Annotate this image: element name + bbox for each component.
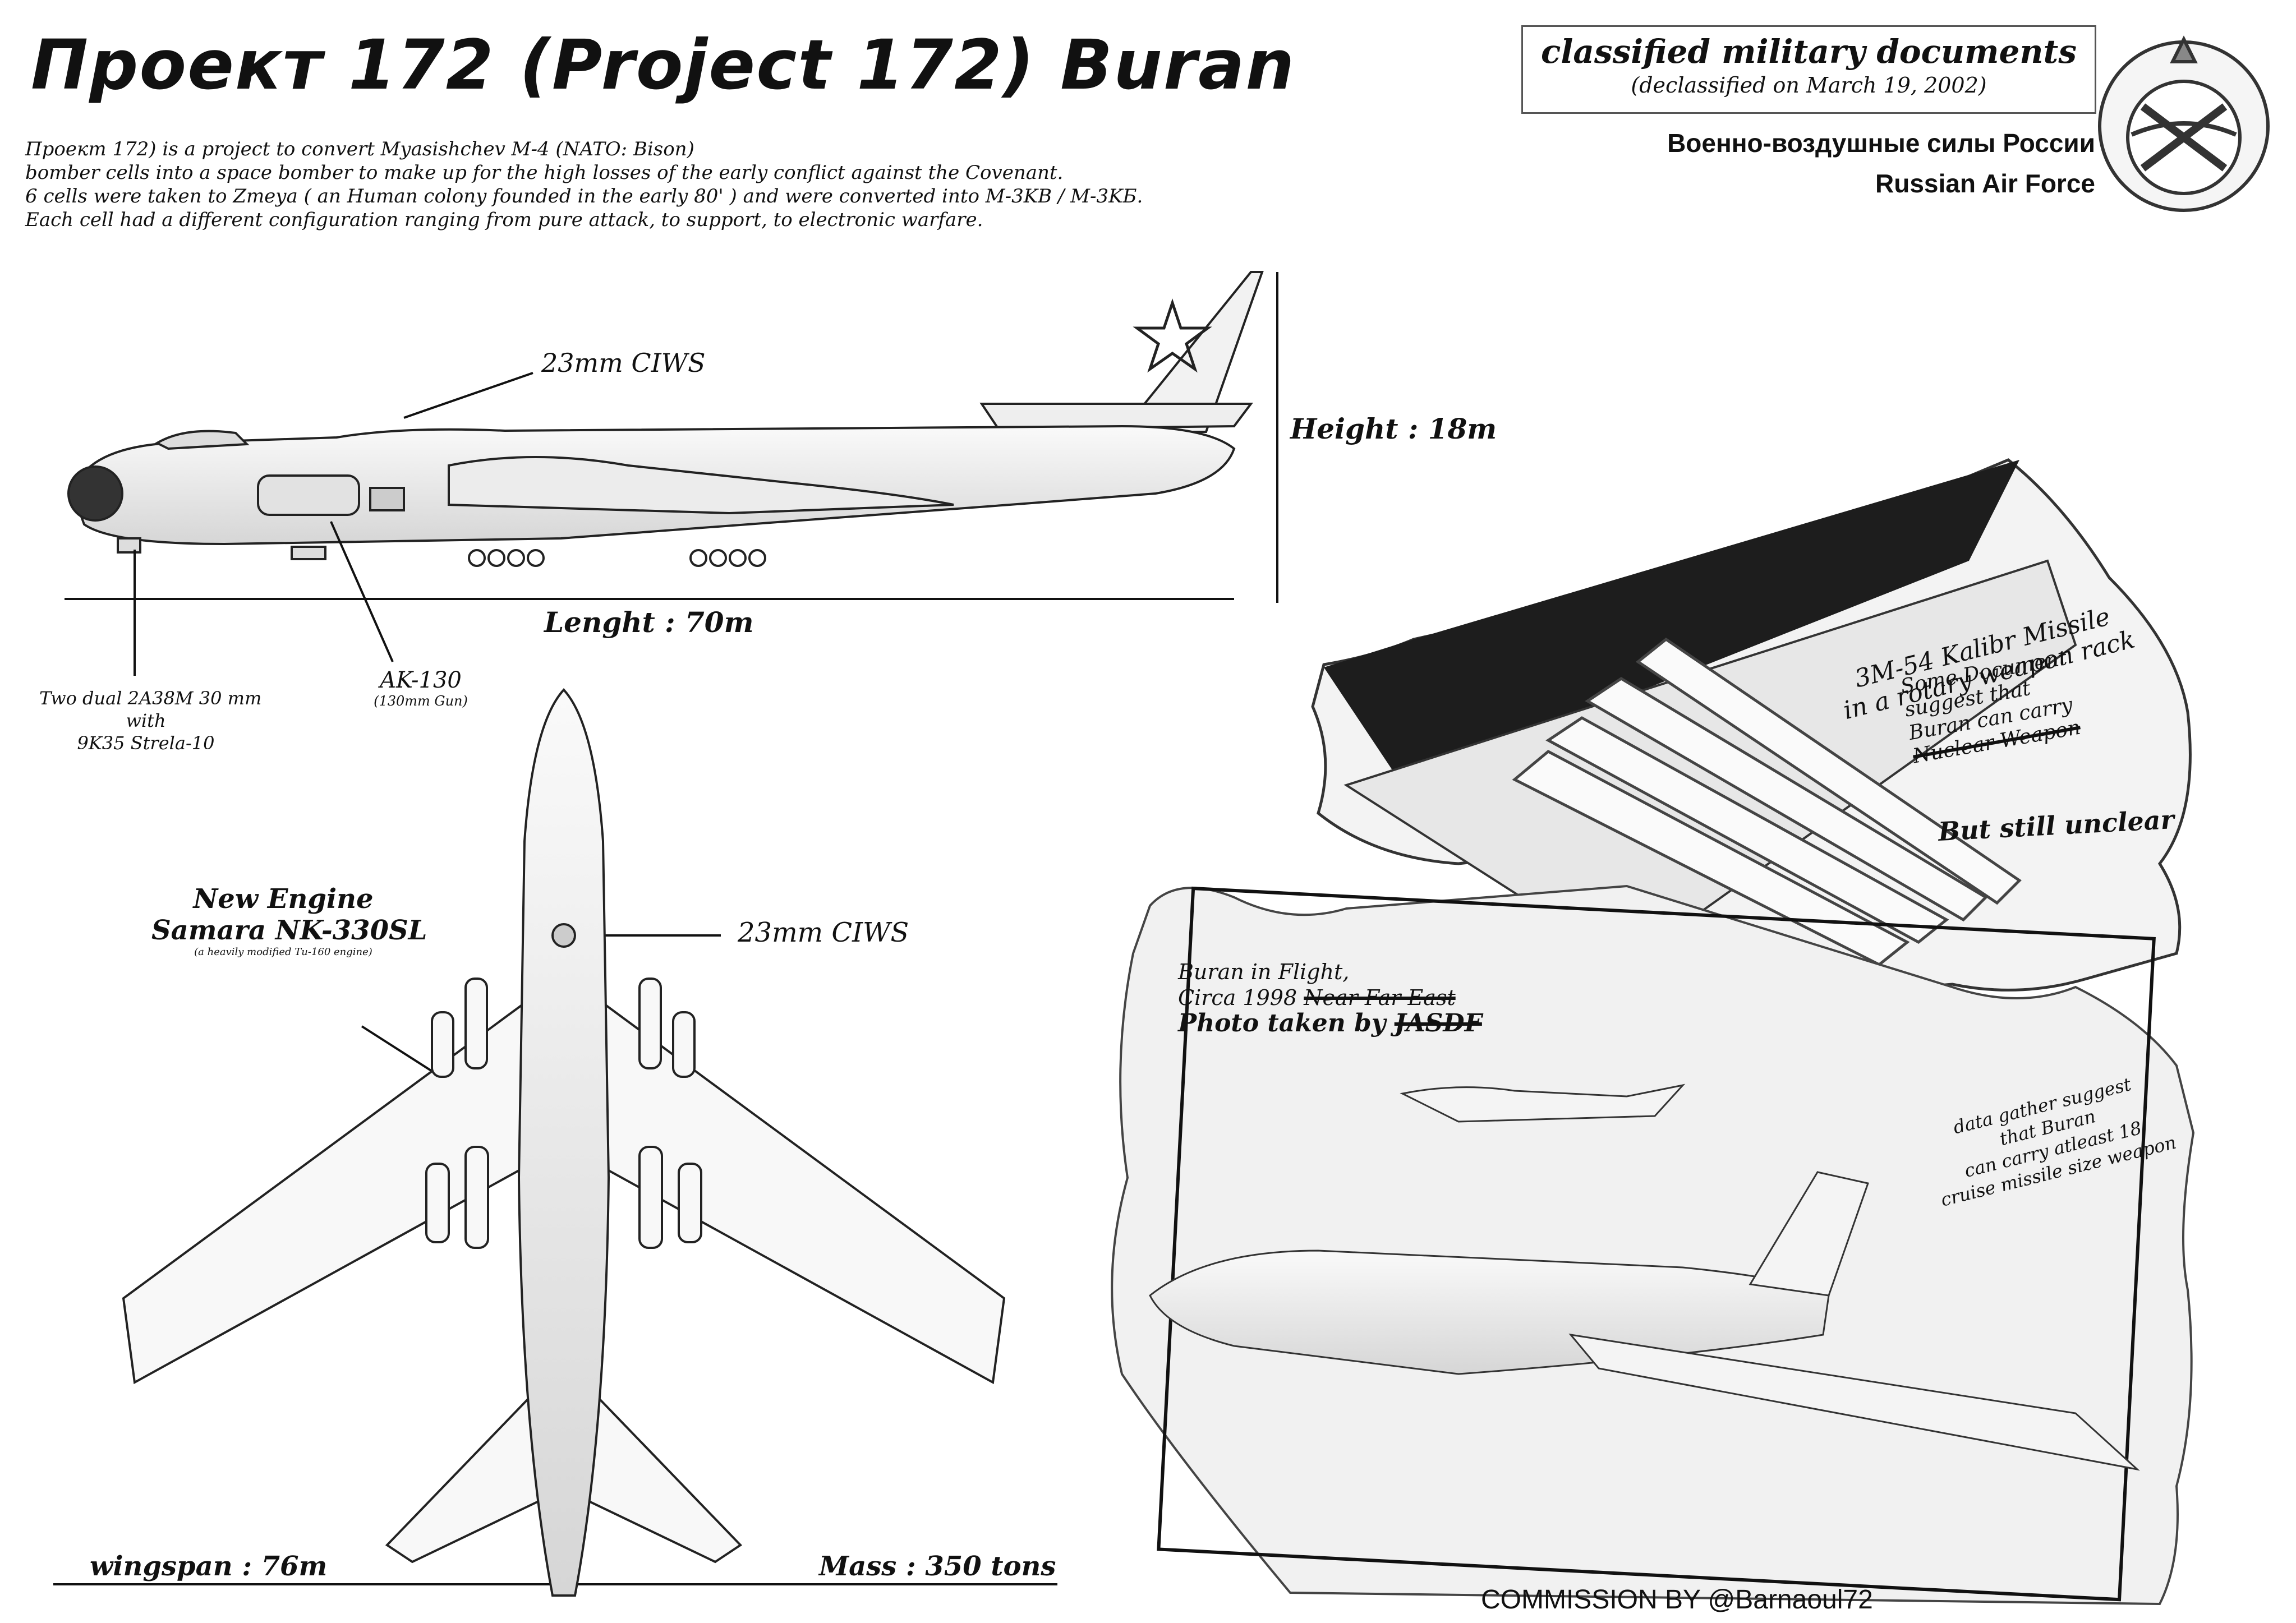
flight-caption-struck: Near Far East: [1304, 985, 1456, 1010]
intro-line: bomber cells into a space bomber to make…: [25, 162, 1064, 184]
wingspan-label: wingspan : 76m: [90, 1551, 328, 1582]
flight-photo: [1111, 884, 2195, 1606]
engine-sub: (a heavily modified Tu-160 engine): [194, 946, 372, 958]
guns-line: 9K35 Strela-10: [77, 732, 215, 754]
org-russian: Военно-воздушные силы России: [1667, 128, 2095, 158]
engine-label: New Engine Samara NK-330SL (a heavily mo…: [151, 883, 427, 958]
ak130-label: AK-130 (130mm Gun): [365, 667, 477, 709]
flight-caption: Buran in Flight, Circa 1998 Near Far Eas…: [1178, 959, 1482, 1036]
engine-line: Samara NK-330SL: [151, 915, 427, 946]
side-view-aircraft: [67, 271, 1264, 567]
page-title: Проект 172 (Project 172) Buran: [31, 25, 1296, 105]
guns-label: Two dual 2A38M 30 mm with 9K35 Strela-10: [39, 687, 262, 754]
declassified-date: (declassified on March 19, 2002): [1631, 73, 1987, 98]
ak130-title: AK-130: [380, 667, 462, 693]
ciws-top-label: 23mm CIWS: [541, 348, 706, 378]
length-label: Lenght : 70m: [544, 606, 754, 639]
air-force-emblem: [2098, 35, 2270, 212]
guns-line: Two dual 2A38M 30 mm: [39, 688, 262, 709]
flight-caption-line: Circa 1998: [1178, 985, 1297, 1010]
intro-line: Проект 172) is a project to convert Myas…: [25, 138, 694, 160]
flight-caption-line: Buran in Flight,: [1178, 960, 1350, 984]
classified-label: classified military documents: [1541, 33, 2077, 71]
flight-caption-line: Photo taken by: [1178, 1009, 1386, 1038]
ciws-top-view-label: 23mm CIWS: [738, 917, 909, 948]
ak130-sub: (130mm Gun): [374, 693, 468, 709]
mass-label: Mass : 350 tons: [819, 1551, 1056, 1582]
org-english: Russian Air Force: [1875, 169, 2095, 198]
intro-line: Each cell had a different configuration …: [25, 209, 983, 231]
intro-text: Проект 172) is a project to convert Myas…: [25, 137, 1484, 232]
classified-stamp: classified military documents (declassif…: [1521, 25, 2096, 114]
commission-credit: COMMISSION BY @Barnaoul72: [1481, 1585, 1873, 1615]
engine-line: New Engine: [193, 883, 374, 915]
intro-line: 6 cells were taken to Zmeya ( an Human c…: [25, 185, 1143, 208]
flight-caption-struck: JASDF: [1394, 1009, 1482, 1038]
guns-line: with: [126, 710, 166, 731]
missile-rack-photo: [1311, 458, 2192, 1002]
height-label: Height : 18m: [1290, 412, 1497, 445]
top-view-aircraft: [122, 688, 1006, 1597]
